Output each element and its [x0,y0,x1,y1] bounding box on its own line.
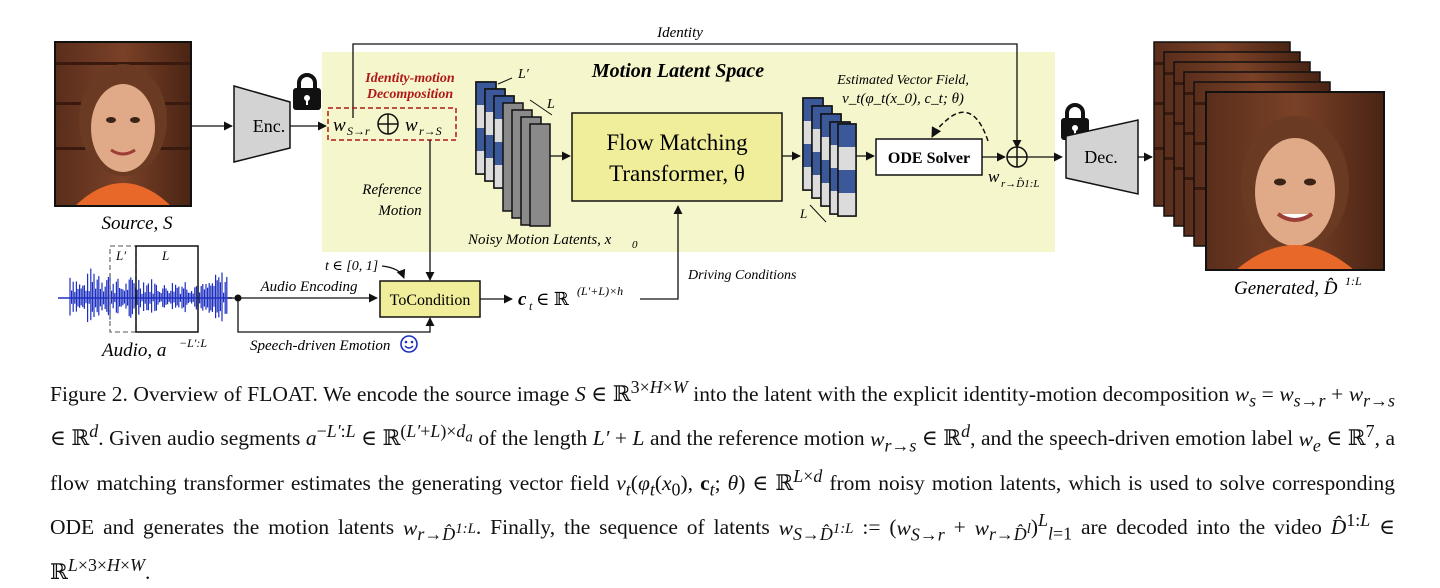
audio-label: Audio, a −L′:L [100,336,207,361]
to-condition-box [379,280,481,318]
vector-field-label: Estimated Vector Field, [836,73,969,88]
svg-text:S→r: S→r [347,124,370,138]
reference-motion-label-2: Motion [377,203,421,219]
t-range-label: t ∈ [0, 1] [325,259,378,274]
w-source-to-r: w S→r [333,115,370,138]
reference-motion-label: Reference [361,182,422,198]
to-condition-label: ToCondition [390,292,471,309]
identity-label: Identity [656,25,703,41]
noisy-motion-latents [475,77,553,227]
caption-line4b: . Finally, the sequence of [475,515,705,540]
caption-line1: into the latent with the explicit identi… [693,382,1230,407]
identity-path [352,43,1022,149]
caption-line5b: are decoded into the video [1080,515,1331,540]
caption-lead: Figure 2. Overview of FLOAT. We encode t… [50,382,575,407]
estimated-vector-field [802,97,857,223]
svg-text:Noisy Motion Latents, x: Noisy Motion Latents, x [467,232,612,248]
svg-text:∈ ℝ: ∈ ℝ [536,289,570,309]
noisy-latents-label: Noisy Motion Latents, x 0 [467,232,638,251]
svg-text:0: 0 [632,239,638,251]
ode-solver-label: ODE Solver [888,150,970,167]
source-label: Source, S [101,213,173,234]
svg-text:t: t [529,299,533,313]
svg-text:Audio, a: Audio, a [100,340,166,361]
svg-text:w: w [405,115,418,136]
svg-text:Generated, D̂: Generated, D̂ [1234,278,1338,299]
audio-L-label: L [161,248,169,263]
svg-text:c: c [518,289,527,310]
encoder-label: Enc. [253,116,285,136]
oplus-icon [377,113,399,135]
fmt-line2: Transformer, θ [609,161,745,186]
motion-latent-space-title: Motion Latent Space [591,60,764,82]
latent-L-label: L [546,97,555,112]
audio-encoding-label: Audio Encoding [259,279,358,295]
caption-line2c: and the reference motion [650,426,871,451]
svg-text:1:L: 1:L [1345,274,1362,288]
flow-matching-transformer [571,112,783,202]
figure-caption: Figure 2. Overview of FLOAT. We encode t… [50,377,1396,584]
vector-field-formula: v_t(φ_t(x_0), c_t; θ) [842,91,964,107]
decomposition-box [327,107,457,141]
svg-text:r→D̂1:L: r→D̂1:L [1001,177,1040,190]
generated-frames [1152,40,1385,271]
decomposition-label-2: Decomposition [366,87,454,102]
audio-waveform [58,268,232,323]
svg-text:−L′:L: −L′:L [179,336,207,350]
fmt-line1: Flow Matching [606,130,748,155]
decoder-block [1065,119,1139,195]
ode-loop [931,111,989,142]
svg-text:r→S: r→S [419,124,442,138]
source-image [53,40,193,208]
caption-line2a: . Given audio segments [98,426,306,451]
lock-icon [291,73,323,112]
speech-emotion-label: Speech-driven Emotion [250,338,390,354]
decomposition-label: Identity-motion [364,71,455,86]
smiley-icon [400,335,418,353]
ode-solver-box [875,138,983,176]
driving-conditions-label: Driving Conditions [687,268,797,283]
svg-text:w: w [988,167,1000,186]
caption-line5a: latents [713,515,779,540]
w-out: w r→D̂1:L [988,167,1040,190]
caption-line2b: of the length [478,426,593,451]
w-r-to-source: w r→S [405,115,442,138]
generated-label: Generated, D̂ 1:L [1234,274,1362,299]
svg-text:(L′+L)×h: (L′+L)×h [577,284,623,298]
audio-window-L [135,245,199,333]
decoder-label: Dec. [1084,147,1117,167]
caption-line3a: and the speech-driven emotion label [980,426,1299,451]
oplus-output-icon [1006,146,1028,168]
caption-line3b: , a flow matching transformer estimates … [50,426,1396,496]
vector-field-L-label: L [799,206,807,221]
audio-L-prime-label: L′ [115,248,126,263]
latent-L-prime-label: L′ [517,67,530,82]
float-overview-diagram: Motion Latent Space Identity Source, S E… [53,25,1385,361]
ct-label: c t ∈ ℝ (L′+L)×h [518,284,623,313]
caption-line4a: from noisy motion latents, which is used… [50,471,1396,540]
svg-text:w: w [333,115,346,136]
encoder-block [233,85,291,163]
